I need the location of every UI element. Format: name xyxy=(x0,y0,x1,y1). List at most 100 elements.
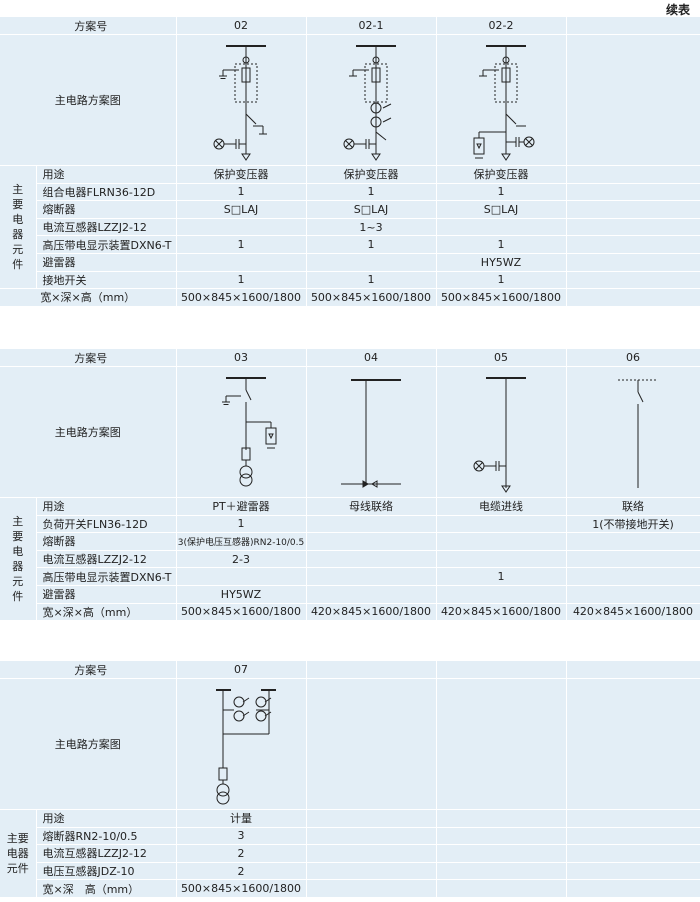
circuit-diagram-cell xyxy=(176,34,307,166)
circuit-diagram-cell xyxy=(176,678,307,810)
component-value xyxy=(176,567,307,586)
usage-cell: PT＋避雷器 xyxy=(176,497,307,516)
component-name: 高压带电显示装置DXN6-T xyxy=(36,235,177,254)
usage-cell: 电缆进线 xyxy=(436,497,567,516)
component-value: 1 xyxy=(306,235,437,254)
component-value xyxy=(436,550,567,569)
dims-value xyxy=(566,879,700,898)
component-value xyxy=(436,532,567,551)
dims-value: 500×845×1600/1800 xyxy=(436,288,567,307)
component-value: 2 xyxy=(176,862,307,881)
component-value xyxy=(306,253,437,272)
component-name: 熔断器 xyxy=(36,200,177,219)
component-value: 3 xyxy=(176,827,307,846)
component-name: 电流互感器LZZJ2-12 xyxy=(36,844,177,863)
component-value: 1 xyxy=(176,235,307,254)
scheme-no-label: 方案号 xyxy=(0,349,177,367)
component-value: S□LAJ xyxy=(306,200,437,219)
component-value xyxy=(566,271,700,290)
component-value: S□LAJ xyxy=(436,200,567,219)
scheme-no-cell xyxy=(566,17,700,35)
usage-label: 用途 xyxy=(36,809,177,828)
circuit-diagram-cell xyxy=(176,366,307,498)
scheme-no-cell xyxy=(566,661,700,679)
circuit-diagram-02 xyxy=(213,45,267,161)
component-value xyxy=(306,585,437,604)
component-value: 1 xyxy=(306,183,437,202)
dims-label: 宽×深×高（mm） xyxy=(0,288,177,307)
usage-cell: 保护变压器 xyxy=(306,165,437,184)
scheme-table-3: 方案号 07 主电路方案图 xyxy=(0,661,700,898)
component-value: 1 xyxy=(176,271,307,290)
component-name: 高压带电显示装置DXN6-T xyxy=(36,567,177,586)
component-value xyxy=(566,235,700,254)
main-components-label: 主要电器元件 xyxy=(0,809,37,898)
usage-label: 用途 xyxy=(36,497,177,516)
circuit-diagram-cell xyxy=(436,366,567,498)
component-value xyxy=(436,515,567,534)
circuit-diagram-02-2 xyxy=(473,45,535,161)
circuit-diagram-04 xyxy=(341,379,401,488)
diagram-label: 主电路方案图 xyxy=(0,34,177,166)
usage-cell xyxy=(566,165,700,184)
component-value xyxy=(566,827,700,846)
component-value xyxy=(566,200,700,219)
usage-cell xyxy=(306,809,437,828)
component-value xyxy=(566,183,700,202)
component-name: 熔断器RN2-10/0.5 xyxy=(36,827,177,846)
usage-label: 用途 xyxy=(36,165,177,184)
scheme-no-cell: 05 xyxy=(436,349,567,367)
component-name: 电流互感器LZZJ2-12 xyxy=(36,218,177,237)
scheme-table-1: 方案号 02 02-1 02-2 主电路方案图 xyxy=(0,17,700,307)
scheme-no-cell: 02-1 xyxy=(306,17,437,35)
component-value xyxy=(566,550,700,569)
component-name: 熔断器 xyxy=(36,532,177,551)
circuit-diagram-07 xyxy=(216,689,276,805)
circuit-diagram-03 xyxy=(222,377,277,487)
component-value xyxy=(566,844,700,863)
circuit-diagram-cell xyxy=(566,366,700,498)
dims-value: 500×845×1600/1800 xyxy=(176,288,307,307)
component-value xyxy=(306,550,437,569)
circuit-diagram-02-1 xyxy=(343,45,396,161)
component-value xyxy=(566,585,700,604)
component-value: 1 xyxy=(436,567,567,586)
component-value: 1~3 xyxy=(306,218,437,237)
component-name: 避雷器 xyxy=(36,585,177,604)
scheme-no-cell: 03 xyxy=(176,349,307,367)
scheme-no-cell xyxy=(306,661,437,679)
component-value xyxy=(566,253,700,272)
scheme-no-cell: 07 xyxy=(176,661,307,679)
component-value xyxy=(436,844,567,863)
component-value xyxy=(566,862,700,881)
dims-label: 宽×深×高（mm） xyxy=(36,603,177,622)
component-value xyxy=(436,218,567,237)
component-value: 1 xyxy=(176,515,307,534)
component-value xyxy=(436,585,567,604)
usage-cell xyxy=(566,809,700,828)
component-value: 1 xyxy=(436,235,567,254)
component-value: 1(不带接地开关) xyxy=(566,515,700,534)
diagram-label: 主电路方案图 xyxy=(0,678,177,810)
diagram-label: 主电路方案图 xyxy=(0,366,177,498)
circuit-diagram-05 xyxy=(473,377,526,493)
circuit-diagram-06 xyxy=(618,379,658,488)
component-name: 负荷开关FLN36-12D xyxy=(36,515,177,534)
dims-value xyxy=(306,879,437,898)
component-value xyxy=(566,218,700,237)
dims-value: 420×845×1600/1800 xyxy=(306,603,437,622)
circuit-diagram-cell xyxy=(306,34,437,166)
component-value xyxy=(176,253,307,272)
dims-value xyxy=(436,879,567,898)
usage-cell xyxy=(436,809,567,828)
component-value xyxy=(306,862,437,881)
dims-value: 420×845×1600/1800 xyxy=(436,603,567,622)
circuit-diagram-cell-empty xyxy=(306,678,437,810)
main-components-label: 主要电器元件 xyxy=(0,165,37,290)
circuit-diagram-cell xyxy=(306,366,437,498)
dims-value: 420×845×1600/1800 xyxy=(566,603,700,622)
circuit-diagram-cell-empty xyxy=(436,678,567,810)
scheme-no-cell: 06 xyxy=(566,349,700,367)
component-value: 2-3 xyxy=(176,550,307,569)
component-value xyxy=(306,515,437,534)
